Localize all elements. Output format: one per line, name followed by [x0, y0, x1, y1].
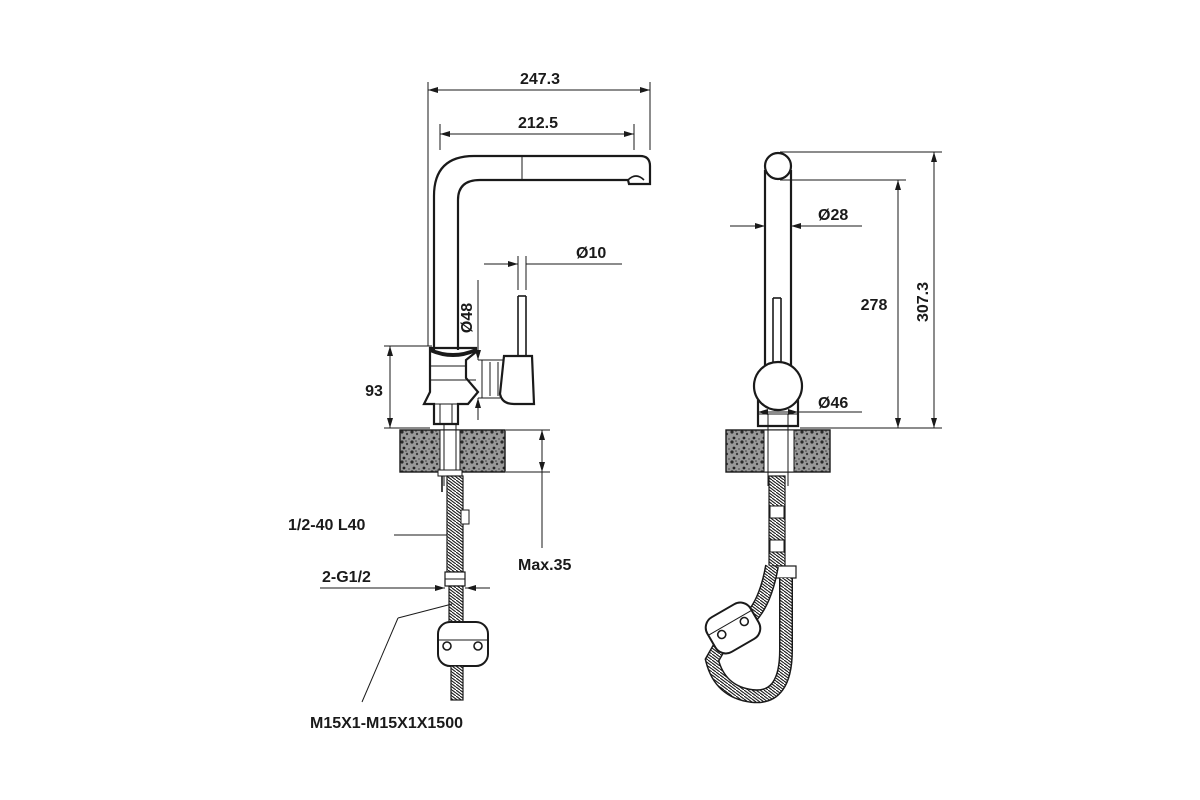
- side-body: [752, 360, 804, 428]
- dimension-max-thickness: Max.35: [506, 429, 571, 574]
- dimension-body-diameter: Ø48: [459, 280, 481, 420]
- dimension-handle-diameter: Ø10: [484, 245, 622, 290]
- spout-height-label: 278: [861, 297, 888, 314]
- front-hose: [437, 475, 489, 701]
- front-handle: [478, 295, 536, 406]
- front-body: [422, 346, 480, 426]
- front-countertop: [399, 424, 506, 492]
- base-diameter-label: Ø46: [818, 395, 848, 412]
- side-view: Ø28 278 307.3 Ø46: [704, 151, 942, 704]
- front-spout: [432, 154, 652, 350]
- dimension-body-height: 93: [365, 345, 432, 429]
- dimension-spout-reach: 212.5: [439, 115, 635, 150]
- callout-inlet: 2-G1/2: [320, 569, 490, 591]
- side-hose: [704, 475, 797, 704]
- hose-label: M15X1-M15X1X1500: [310, 715, 463, 732]
- side-countertop: [725, 426, 831, 486]
- body-height-label: 93: [365, 383, 383, 400]
- max-thickness-label: Max.35: [518, 557, 571, 574]
- thread-label: 1/2-40 L40: [288, 517, 365, 534]
- overall-height-label: 307.3: [915, 282, 932, 322]
- spout-diameter-label: Ø28: [818, 207, 848, 224]
- dimension-base-diameter: Ø46: [758, 395, 862, 415]
- inlet-label: 2-G1/2: [322, 569, 371, 586]
- side-spout: [763, 151, 793, 372]
- dimension-overall-height: 307.3: [780, 151, 942, 428]
- callout-hose: M15X1-M15X1X1500: [310, 603, 463, 732]
- overall-reach-label: 247.3: [520, 71, 560, 88]
- dimension-overall-reach: 247.3: [427, 71, 651, 346]
- dimension-spout-height: 278: [780, 179, 942, 429]
- front-view: 247.3 212.5 Ø10 Ø48 9: [288, 71, 652, 732]
- body-diameter-label: Ø48: [459, 303, 476, 333]
- handle-diameter-label: Ø10: [576, 245, 606, 262]
- spout-reach-label: 212.5: [518, 115, 558, 132]
- callout-thread: 1/2-40 L40: [288, 517, 447, 536]
- dimension-spout-diameter: Ø28: [730, 207, 862, 229]
